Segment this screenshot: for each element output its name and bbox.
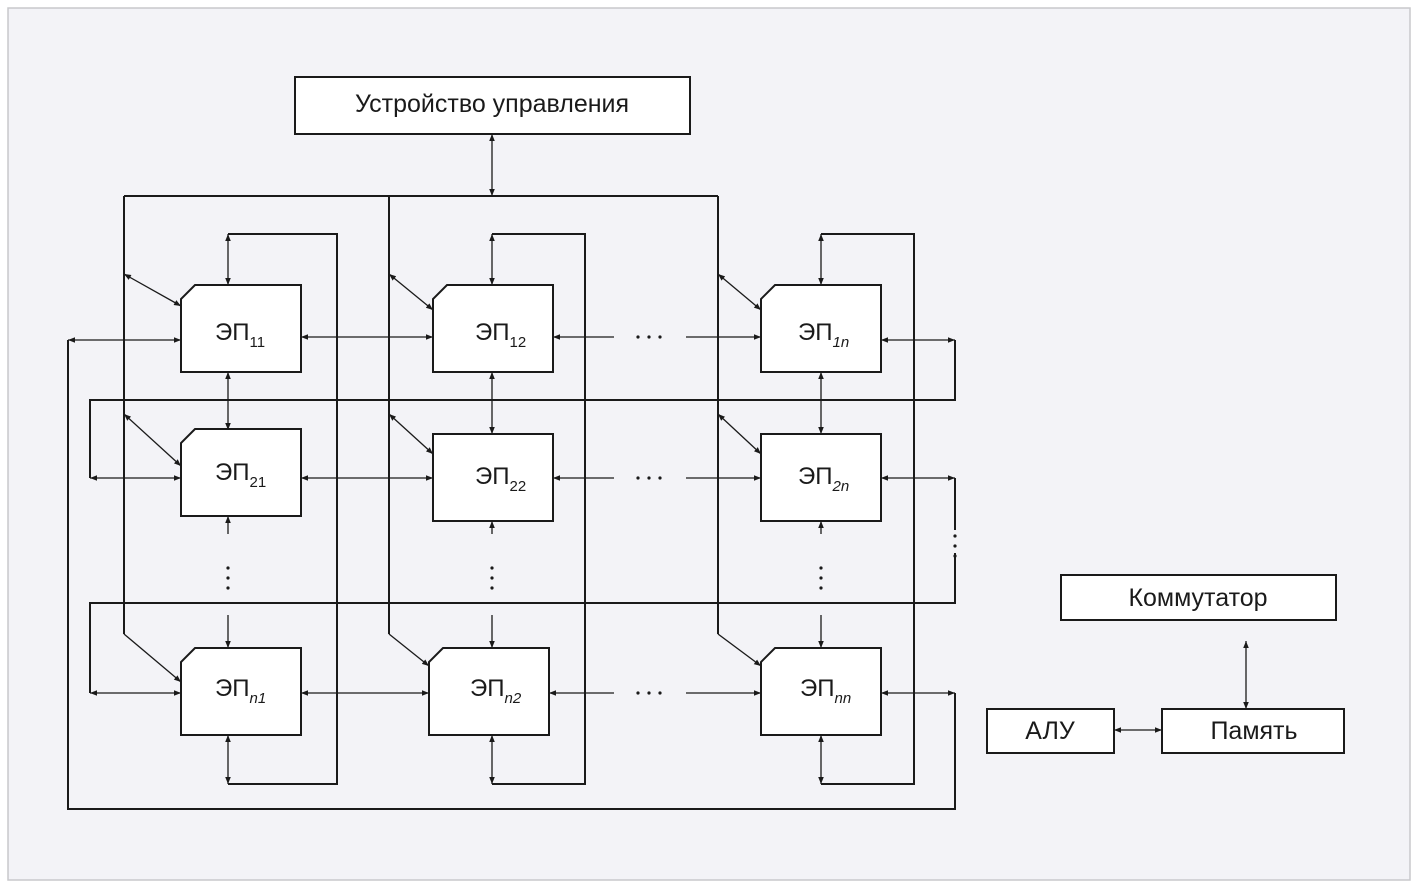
svg-text:ЭП21: ЭП21 [215, 459, 266, 491]
ep-n1-base: ЭП [215, 675, 250, 702]
ep-22-sub: 22 [510, 478, 527, 495]
ep-12-sub: 12 [510, 334, 527, 351]
svg-text:ЭП1n: ЭП1n [798, 319, 849, 351]
ep-12: ЭП12 [432, 284, 554, 373]
ep-n2-base: ЭП [470, 675, 505, 702]
ep-2n-sub: 2n [832, 478, 850, 495]
control-unit-label: Устройство управления [355, 90, 629, 118]
ellipsis-dots [226, 335, 957, 695]
ep-12-base: ЭП [475, 319, 510, 346]
ep-11-base: ЭП [215, 319, 250, 346]
svg-text:ЭП22: ЭП22 [475, 463, 526, 495]
ep-21-sub: 21 [250, 474, 267, 491]
ep-n1-sub: n1 [250, 690, 267, 707]
svg-text:ЭПn2: ЭПn2 [470, 675, 522, 707]
ep-2n: ЭП2n [760, 433, 882, 522]
control-unit: Устройство управления [294, 76, 691, 135]
ep-n2-sub: n2 [505, 690, 522, 707]
switch-block: Коммутатор [1060, 574, 1337, 621]
ep-11-sub: 11 [250, 334, 266, 351]
switch-label: Коммутатор [1128, 584, 1267, 612]
ep-nn-base: ЭП [800, 675, 835, 702]
ep-11: ЭП11 [180, 284, 302, 373]
svg-text:ЭП2n: ЭП2n [798, 463, 849, 495]
memory-label: Память [1210, 717, 1297, 745]
svg-text:ЭП11: ЭП11 [215, 319, 265, 351]
memory-block: Память [1161, 708, 1345, 754]
ep-2n-base: ЭП [798, 463, 833, 490]
column-wrap-lines [228, 233, 915, 785]
ep-21-base: ЭП [215, 459, 250, 486]
horizontal-links [68, 334, 955, 696]
ep-nn-sub: nn [835, 690, 852, 707]
vertical-links [225, 234, 824, 784]
svg-text:ЭПn1: ЭПn1 [215, 675, 266, 707]
ep-1n: ЭП1n [760, 284, 882, 373]
alu-block: АЛУ [986, 708, 1115, 754]
ep-1n-sub: 1n [833, 334, 850, 351]
ep-22: ЭП22 [432, 433, 554, 522]
ep-n1: ЭПn1 [180, 647, 302, 736]
diagonal-links [123, 273, 762, 683]
row-wrap-lines [67, 340, 956, 810]
ep-n2: ЭПn2 [428, 647, 550, 736]
ep-21: ЭП21 [180, 428, 302, 517]
ep-1n-base: ЭП [798, 319, 833, 346]
alu-label: АЛУ [1025, 717, 1075, 745]
ep-22-base: ЭП [475, 463, 510, 490]
element-processors: ЭП11 ЭП12 ЭП1n ЭП21 ЭП22 [180, 284, 882, 736]
svg-text:ЭПnn: ЭПnn [800, 675, 851, 707]
svg-text:ЭП12: ЭП12 [475, 319, 526, 351]
ep-nn: ЭПnn [760, 647, 882, 736]
